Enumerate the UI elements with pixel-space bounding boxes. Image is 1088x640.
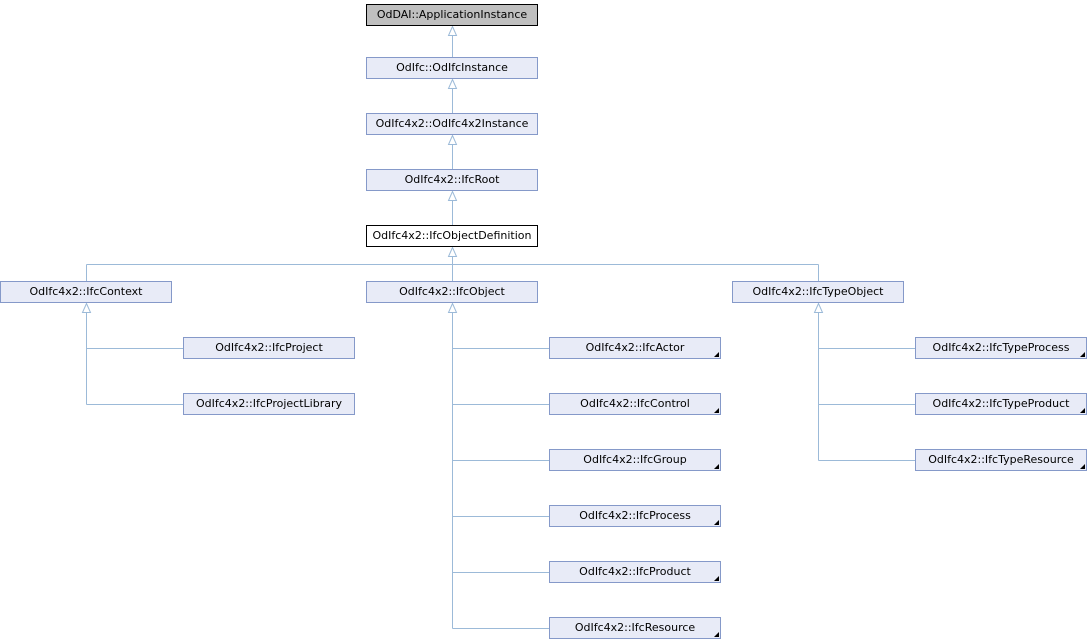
class-node-typeprocess[interactable]: OdIfc4x2::IfcTypeProcess [915,337,1087,359]
has-subclasses-icon [714,464,719,469]
class-node-label: OdIfc4x2::IfcRoot [404,173,500,186]
inheritance-arrowhead [813,302,824,313]
class-node-resource[interactable]: OdIfc4x2::IfcResource [549,617,721,639]
class-node-ifc4x2inst[interactable]: OdIfc4x2::OdIfc4x2Instance [366,113,538,135]
class-node-label: OdIfc4x2::IfcProcess [579,509,691,522]
class-node-typeresource[interactable]: OdIfc4x2::IfcTypeResource [915,449,1087,471]
class-node-actor[interactable]: OdIfc4x2::IfcActor [549,337,721,359]
class-node-ifcinst[interactable]: OdIfc::OdIfcInstance [366,57,538,79]
class-node-label: OdIfc4x2::IfcObjectDefinition [372,229,532,242]
inheritance-arrowhead [447,78,458,89]
class-node-product[interactable]: OdIfc4x2::IfcProduct [549,561,721,583]
has-subclasses-icon [714,576,719,581]
inheritance-arrowhead [81,302,92,313]
has-subclasses-icon [714,520,719,525]
inheritance-arrowhead [447,25,458,36]
class-node-objdef[interactable]: OdIfc4x2::IfcObjectDefinition [366,225,538,247]
class-node-root[interactable]: OdIfc4x2::IfcRoot [366,169,538,191]
class-node-project[interactable]: OdIfc4x2::IfcProject [183,337,355,359]
class-node-label: OdIfc4x2::IfcResource [574,621,696,634]
has-subclasses-icon [714,632,719,637]
class-node-label: OdIfc4x2::IfcObject [399,285,505,298]
class-node-label: OdIfc4x2::IfcTypeProduct [932,397,1070,410]
class-node-typeproduct[interactable]: OdIfc4x2::IfcTypeProduct [915,393,1087,415]
class-node-label: OdDAI::ApplicationInstance [376,8,528,21]
class-node-label: OdIfc4x2::IfcTypeObject [752,285,884,298]
class-node-typeobject[interactable]: OdIfc4x2::IfcTypeObject [732,281,904,303]
has-subclasses-icon [1080,464,1085,469]
class-node-label: OdIfc4x2::IfcContext [29,285,143,298]
class-node-group[interactable]: OdIfc4x2::IfcGroup [549,449,721,471]
class-node-app: OdDAI::ApplicationInstance [366,4,538,26]
inheritance-arrowhead [447,134,458,145]
class-node-label: OdIfc4x2::IfcProject [215,341,323,354]
class-node-label: OdIfc4x2::OdIfc4x2Instance [375,117,529,130]
class-node-label: OdIfc4x2::IfcControl [580,397,690,410]
class-node-object[interactable]: OdIfc4x2::IfcObject [366,281,538,303]
inheritance-arrowhead [447,302,458,313]
class-node-label: OdIfc4x2::IfcTypeProcess [932,341,1070,354]
class-node-label: OdIfc4x2::IfcActor [585,341,685,354]
has-subclasses-icon [714,352,719,357]
inheritance-arrowhead [447,246,458,257]
has-subclasses-icon [1080,408,1085,413]
has-subclasses-icon [1080,352,1085,357]
class-node-label: OdIfc4x2::IfcTypeResource [928,453,1074,466]
class-node-label: OdIfc4x2::IfcGroup [583,453,687,466]
class-node-process[interactable]: OdIfc4x2::IfcProcess [549,505,721,527]
class-node-label: OdIfc4x2::IfcProjectLibrary [196,397,342,410]
class-node-control[interactable]: OdIfc4x2::IfcControl [549,393,721,415]
class-node-projectlib[interactable]: OdIfc4x2::IfcProjectLibrary [183,393,355,415]
inheritance-arrowhead [447,190,458,201]
has-subclasses-icon [714,408,719,413]
class-node-label: OdIfc::OdIfcInstance [396,61,508,74]
class-node-label: OdIfc4x2::IfcProduct [579,565,691,578]
class-node-context[interactable]: OdIfc4x2::IfcContext [0,281,172,303]
